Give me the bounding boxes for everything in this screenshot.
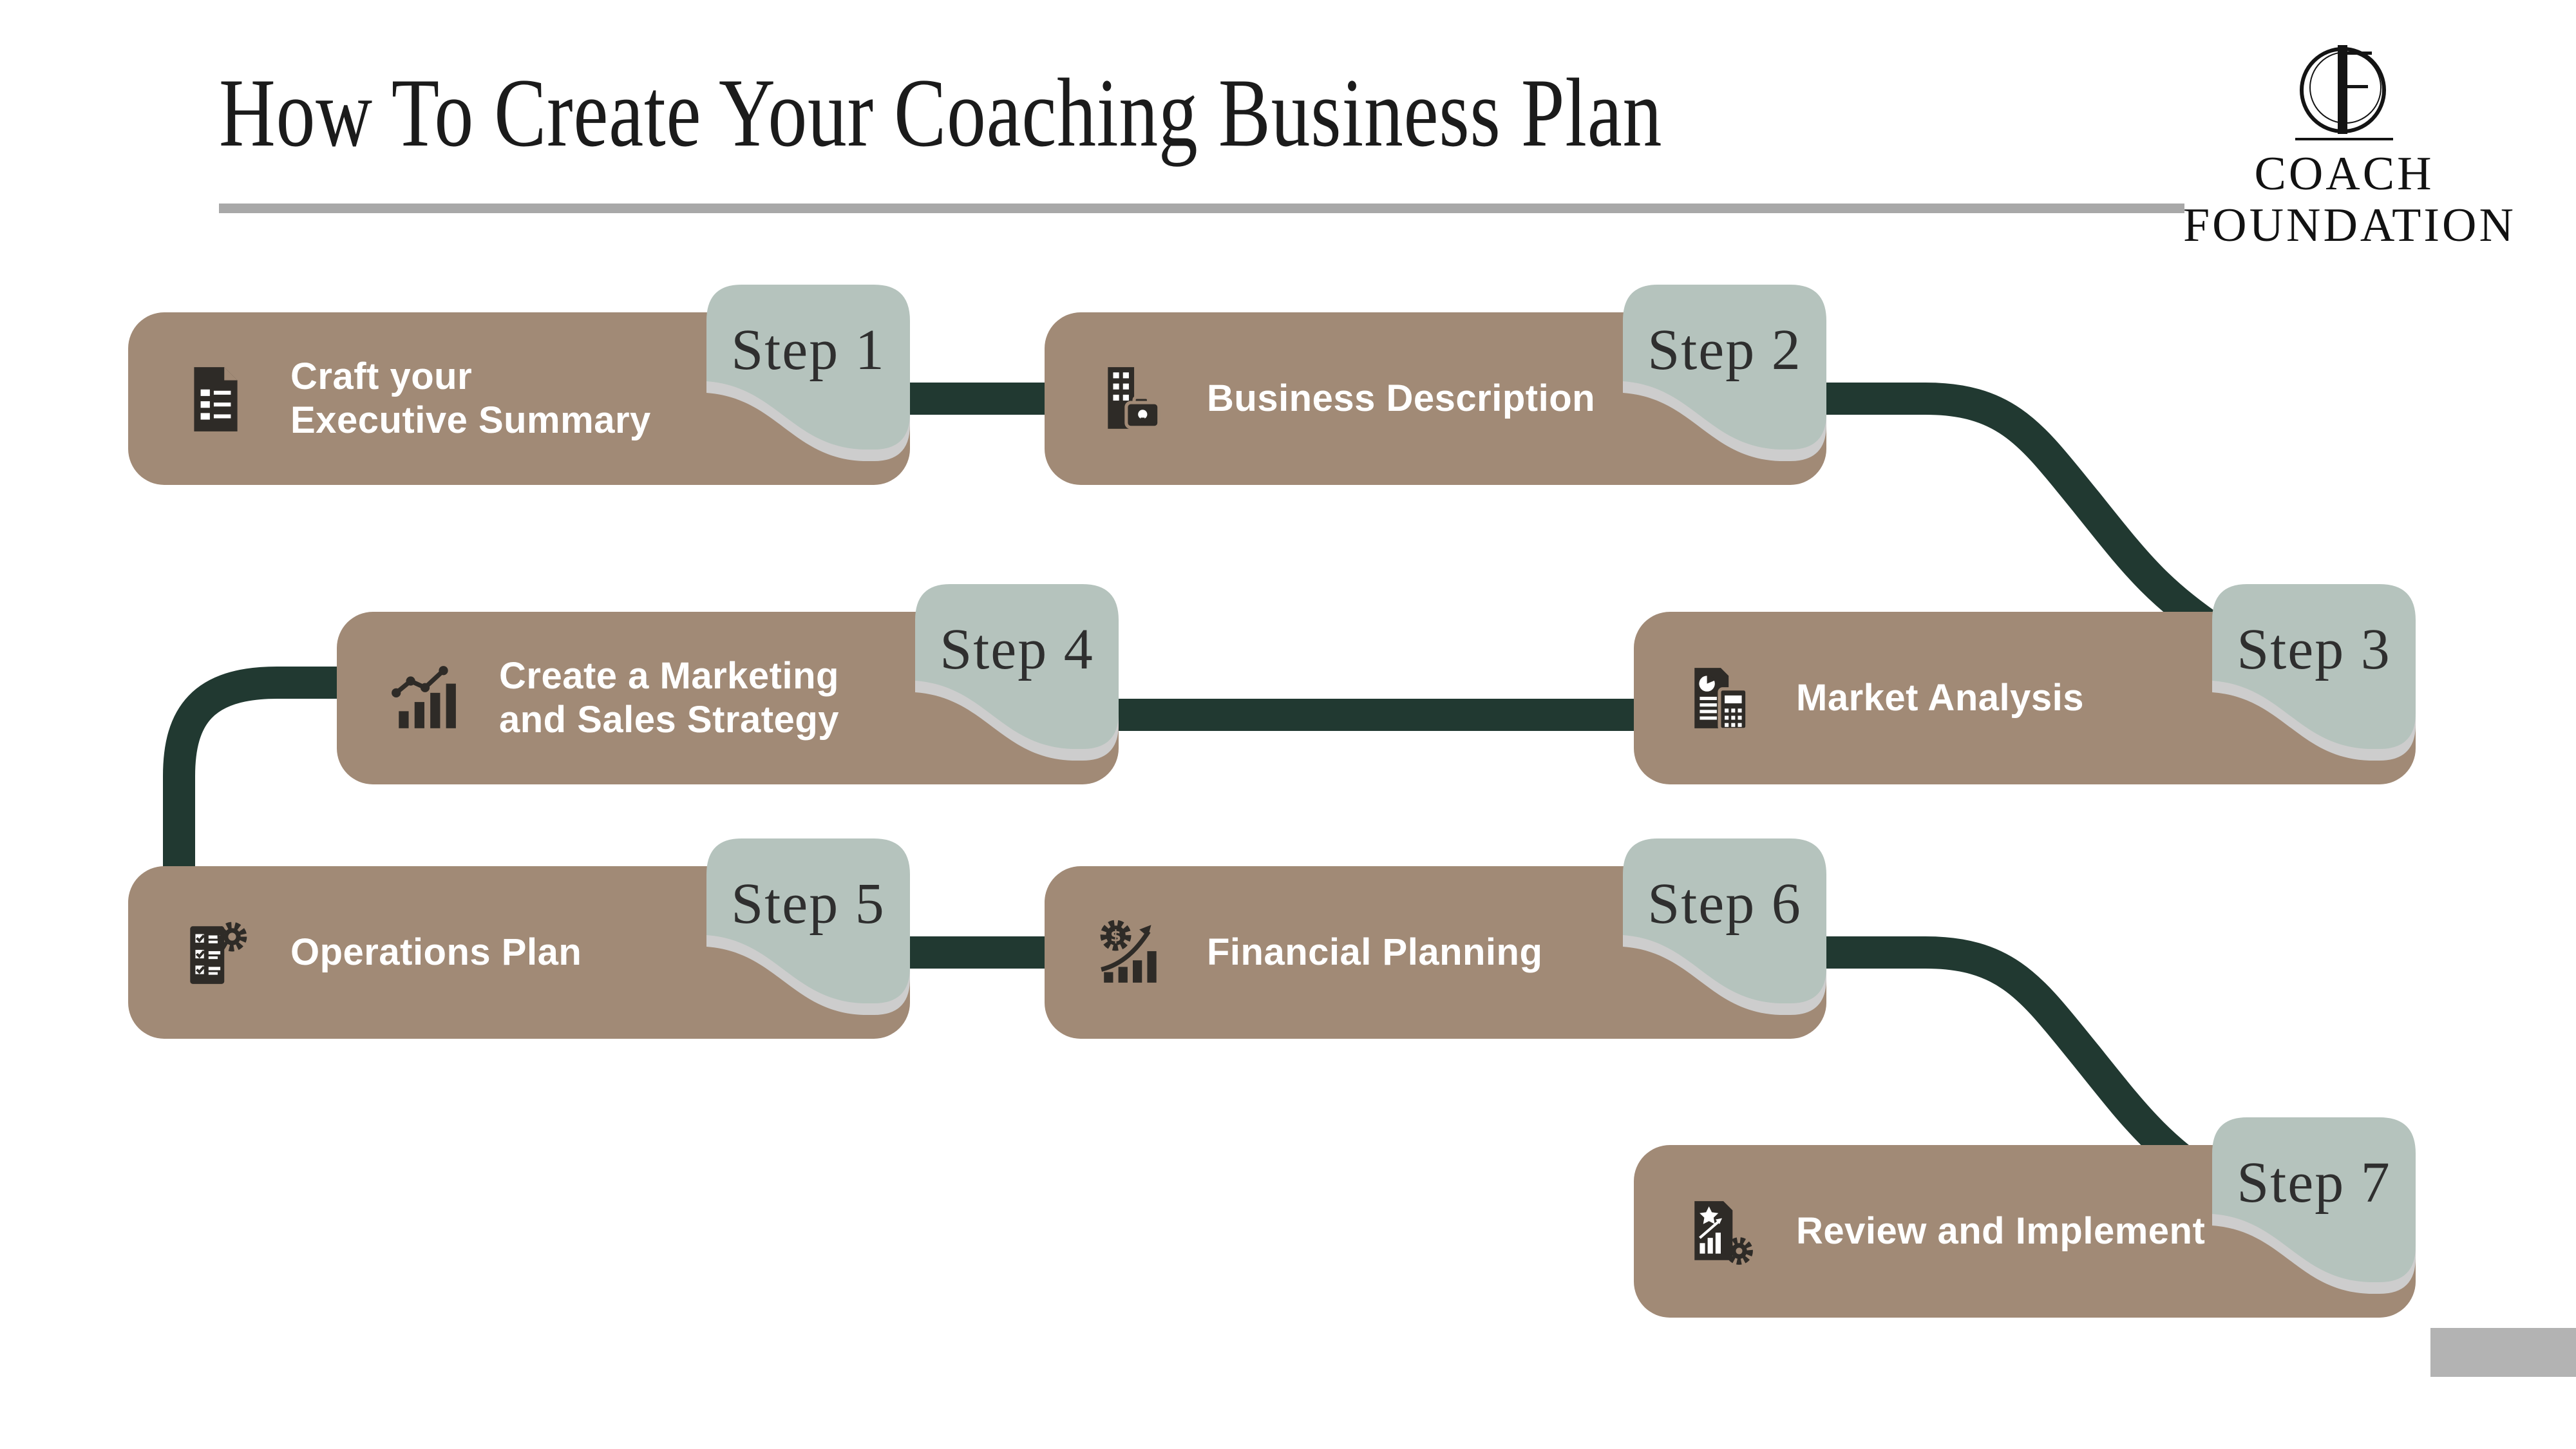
step-card-7: Review and Implement Step 7	[1634, 1117, 2416, 1318]
corner-accent-block	[2430, 1328, 2576, 1377]
step-card-3: Market Analysis Step 3	[1634, 584, 2416, 784]
step-title: Craft your Executive Summary	[290, 355, 651, 441]
step-card-4: Create a Marketing and Sales Strategy St…	[337, 584, 1119, 784]
card-background	[1045, 285, 1826, 485]
brand-logo: COACH FOUNDATION	[2183, 40, 2516, 252]
step-badge: Step 4	[940, 617, 1094, 681]
step-title: Financial Planning	[1207, 931, 1543, 973]
building-briefcase-icon	[1108, 367, 1161, 430]
card-background	[337, 584, 1119, 784]
step-title: Create a Marketing and Sales Strategy	[499, 654, 839, 741]
step-title: Business Description	[1207, 377, 1596, 419]
step-badge: Step 5	[731, 871, 886, 936]
step-card-1: Craft your Executive Summary Step 1	[128, 285, 910, 485]
title-underline-bar	[219, 204, 2184, 213]
card-background	[1045, 838, 1826, 1039]
report-calculator-icon	[1694, 668, 1749, 732]
document-summary-icon	[194, 367, 238, 431]
page-title: How To Create Your Coaching Business Pla…	[219, 59, 1663, 167]
card-background	[128, 285, 910, 485]
step-title: Review and Implement	[1796, 1209, 2206, 1252]
card-background	[1634, 1117, 2416, 1318]
step-card-2: Business Description Step 2	[1045, 285, 1826, 485]
finance-growth-icon: $	[1100, 920, 1157, 983]
connector-step4-step5	[163, 667, 402, 902]
logo-name-line1: COACH	[2254, 147, 2434, 200]
card-background	[1634, 584, 2416, 784]
step-card-5: Operations Plan Step 5	[128, 838, 910, 1039]
cf-monogram-icon	[2295, 45, 2393, 140]
step-badge: Step 2	[1647, 317, 1802, 382]
svg-text:$: $	[1110, 927, 1121, 945]
step-badge: Step 7	[2237, 1150, 2391, 1215]
connector-step2-step3	[1810, 383, 2234, 651]
step-card-6: $ Financial Planning Step 6	[1045, 838, 1826, 1039]
step-title: Market Analysis	[1796, 676, 2085, 719]
step-title: Operations Plan	[290, 931, 582, 973]
growth-chart-icon	[392, 666, 456, 728]
step-badge: Step 1	[731, 317, 886, 382]
step-badge: Step 6	[1647, 871, 1802, 936]
card-background	[128, 838, 910, 1039]
logo-name-line2: FOUNDATION	[2183, 199, 2516, 252]
step-badge: Step 3	[2237, 617, 2391, 681]
checklist-gear-icon	[190, 922, 247, 984]
review-gear-icon	[1694, 1201, 1753, 1265]
